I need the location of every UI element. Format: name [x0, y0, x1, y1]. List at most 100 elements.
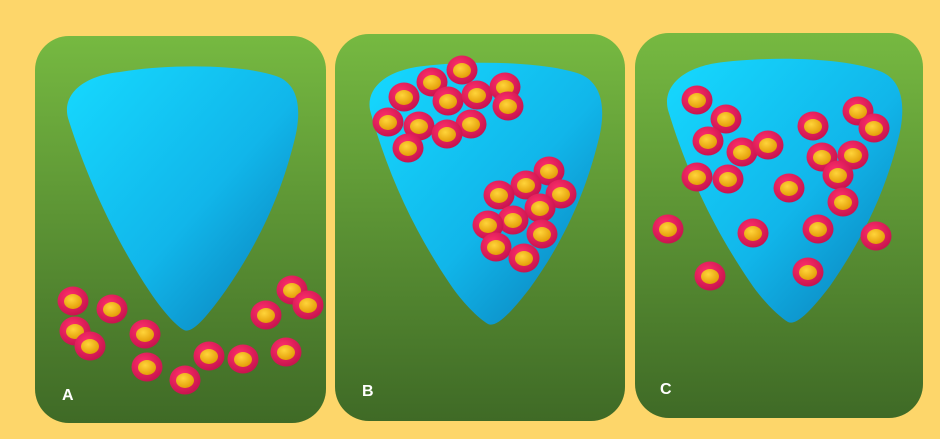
- cell-nucleus: [719, 172, 737, 187]
- cell: [132, 353, 163, 382]
- cell-nucleus: [865, 121, 883, 136]
- cell: [373, 108, 404, 137]
- cell-nucleus: [423, 75, 441, 90]
- cell-nucleus: [490, 188, 508, 203]
- cell: [97, 295, 128, 324]
- cell-nucleus: [468, 88, 486, 103]
- cell-nucleus: [809, 222, 827, 237]
- cell: [727, 138, 758, 167]
- cell-nucleus: [699, 134, 717, 149]
- panel-c-label: C: [660, 381, 672, 398]
- cell: [798, 112, 829, 141]
- cell: [803, 215, 834, 244]
- cell-nucleus: [453, 63, 471, 78]
- cell-nucleus: [462, 117, 480, 132]
- panel-b-label: B: [362, 383, 374, 400]
- cell-nucleus: [438, 127, 456, 142]
- cell-nucleus: [81, 339, 99, 354]
- cell-nucleus: [479, 218, 497, 233]
- cell-nucleus: [744, 226, 762, 241]
- cell-nucleus: [759, 138, 777, 153]
- cell: [293, 291, 324, 320]
- cell: [194, 342, 225, 371]
- cell-nucleus: [277, 345, 295, 360]
- cell-nucleus: [176, 373, 194, 388]
- cell-nucleus: [813, 150, 831, 165]
- cell: [695, 262, 726, 291]
- cell: [653, 215, 684, 244]
- cell-nucleus: [136, 327, 154, 342]
- cell: [527, 220, 558, 249]
- cell-nucleus: [234, 352, 252, 367]
- cell-nucleus: [844, 148, 862, 163]
- cell-nucleus: [517, 178, 535, 193]
- cell-nucleus: [200, 349, 218, 364]
- cell: [251, 301, 282, 330]
- cell-nucleus: [399, 141, 417, 156]
- cell-nucleus: [299, 298, 317, 313]
- cell-nucleus: [257, 308, 275, 323]
- cell-nucleus: [439, 94, 457, 109]
- cell: [393, 134, 424, 163]
- cell: [859, 114, 890, 143]
- cell-nucleus: [395, 90, 413, 105]
- cell: [447, 56, 478, 85]
- cell: [828, 188, 859, 217]
- cell-nucleus: [659, 222, 677, 237]
- cell: [738, 219, 769, 248]
- cell-nucleus: [688, 170, 706, 185]
- cell-nucleus: [834, 195, 852, 210]
- cell: [693, 127, 724, 156]
- cell-nucleus: [410, 119, 428, 134]
- cell-nucleus: [379, 115, 397, 130]
- cell: [462, 81, 493, 110]
- cell-nucleus: [829, 168, 847, 183]
- cell: [509, 244, 540, 273]
- cell: [823, 161, 854, 190]
- cell: [682, 163, 713, 192]
- cell-nucleus: [499, 99, 517, 114]
- cell: [271, 338, 302, 367]
- cell-nucleus: [733, 145, 751, 160]
- cell: [753, 131, 784, 160]
- cell-nucleus: [487, 240, 505, 255]
- cell-nucleus: [103, 302, 121, 317]
- cell: [389, 83, 420, 112]
- cell-nucleus: [780, 181, 798, 196]
- cell-nucleus: [540, 164, 558, 179]
- cell: [682, 86, 713, 115]
- cell: [433, 87, 464, 116]
- cell: [58, 287, 89, 316]
- cell-nucleus: [552, 187, 570, 202]
- cell-nucleus: [717, 112, 735, 127]
- cell-nucleus: [804, 119, 822, 134]
- cell-nucleus: [515, 251, 533, 266]
- cell: [493, 92, 524, 121]
- cell: [130, 320, 161, 349]
- cell: [484, 181, 515, 210]
- cell-nucleus: [799, 265, 817, 280]
- cell: [793, 258, 824, 287]
- cell: [170, 366, 201, 395]
- cell-nucleus: [533, 227, 551, 242]
- cell-nucleus: [64, 294, 82, 309]
- panel-b: B: [335, 34, 625, 421]
- cell-nucleus: [504, 213, 522, 228]
- cell: [774, 174, 805, 203]
- cell: [525, 194, 556, 223]
- panel-a-label: A: [62, 387, 74, 404]
- cell: [481, 233, 512, 262]
- cell: [75, 332, 106, 361]
- cell-nucleus: [867, 229, 885, 244]
- cell-nucleus: [531, 201, 549, 216]
- panel-c: C: [635, 33, 923, 418]
- cell-nucleus: [701, 269, 719, 284]
- cell: [432, 120, 463, 149]
- cell: [861, 222, 892, 251]
- cell: [228, 345, 259, 374]
- panel-a: A: [35, 36, 326, 423]
- cell: [713, 165, 744, 194]
- cell-nucleus: [688, 93, 706, 108]
- cell-nucleus: [138, 360, 156, 375]
